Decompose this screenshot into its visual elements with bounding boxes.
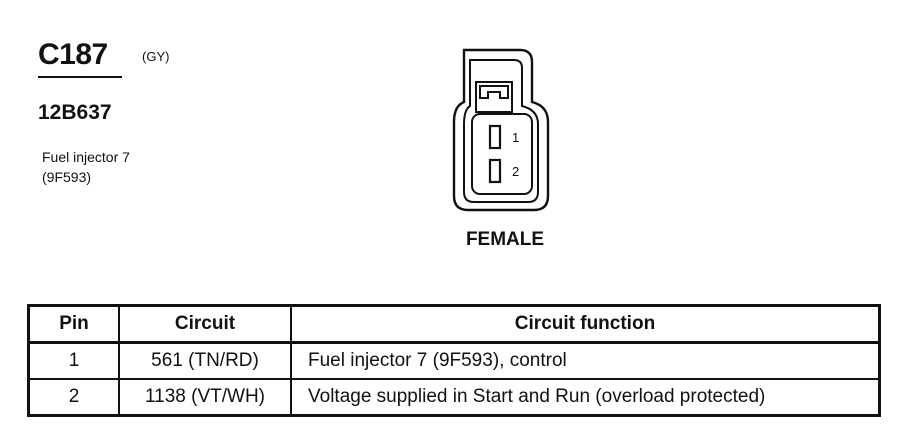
column-header-function: Circuit function (290, 304, 881, 344)
function-cell: Voltage supplied in Start and Run (overl… (290, 378, 881, 417)
table-row: 1 561 (TN/RD) Fuel injector 7 (9F593), c… (27, 341, 881, 380)
column-header-pin: Pin (27, 304, 120, 344)
pin-cell: 2 (27, 378, 120, 417)
connector-gender-label: FEMALE (465, 229, 545, 250)
pin-face (471, 113, 533, 195)
part-number: 12B637 (38, 101, 112, 124)
table-row: 2 1138 (VT/WH) Voltage supplied in Start… (27, 378, 881, 417)
connector-housing-outer (452, 48, 550, 212)
connector-housing-inner (463, 59, 539, 203)
pinout-table: Pin Circuit Circuit function 1 561 (TN/R… (27, 304, 881, 417)
locking-tab-latch (479, 85, 509, 99)
component-number: (9F593) (42, 169, 92, 185)
circuit-cell: 1138 (VT/WH) (118, 378, 292, 417)
connector-id-underline (38, 76, 122, 78)
component-name: Fuel injector 7 (42, 149, 130, 165)
pin-cell: 1 (27, 341, 120, 380)
column-header-circuit: Circuit (118, 304, 292, 344)
connector-color-code: (GY) (142, 49, 170, 64)
connector-id: C187 (38, 38, 108, 71)
circuit-cell: 561 (TN/RD) (118, 341, 292, 380)
connector-face-diagram: 1 2 (452, 48, 550, 212)
pin-cavity-2 (488, 158, 502, 184)
pin-label-1: 1 (512, 130, 519, 145)
table-header-row: Pin Circuit Circuit function (27, 304, 881, 344)
locking-tab (475, 81, 513, 113)
pin-cavity-1 (488, 124, 502, 150)
function-cell: Fuel injector 7 (9F593), control (290, 341, 881, 380)
pin-label-2: 2 (512, 164, 519, 179)
